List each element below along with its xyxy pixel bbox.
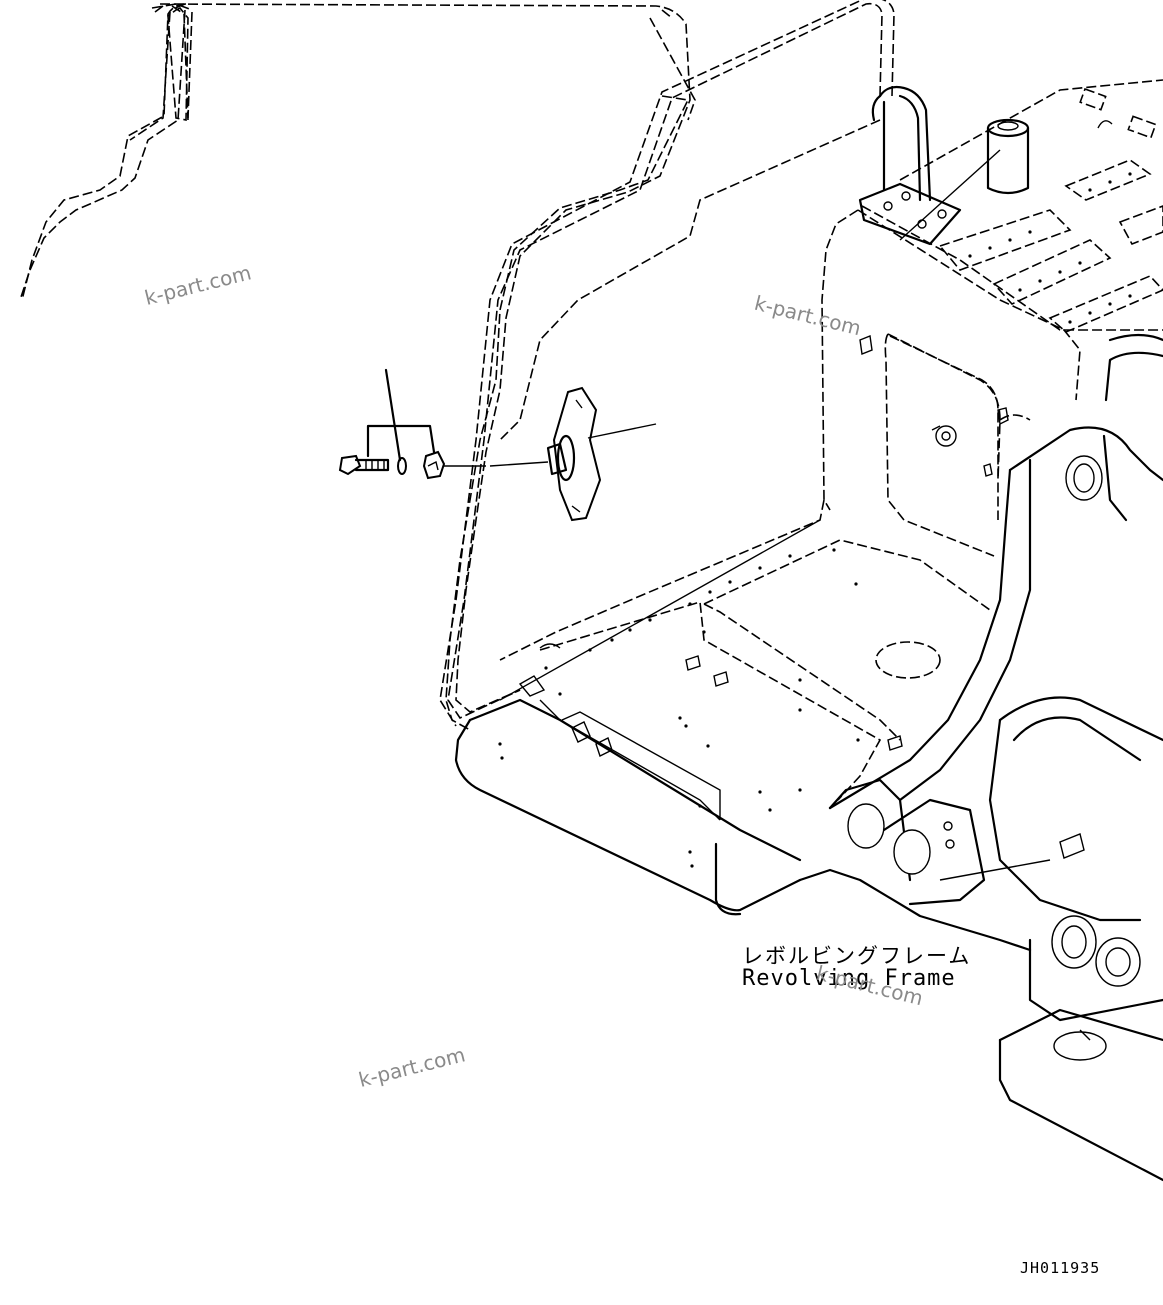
part-name-english: Revolving Frame [742, 966, 956, 991]
guard-frame [439, 0, 895, 727]
boom-pins [798, 696, 1163, 1182]
guard-rail [174, 3, 186, 9]
part-name-japanese: レボルビングフレーム [742, 944, 972, 968]
drawing-code: JH011935 [1020, 1259, 1101, 1277]
boom-bracket [828, 333, 1163, 810]
hardware-exploded [338, 368, 549, 480]
access-door [859, 335, 1009, 520]
floor-frame [454, 519, 1085, 916]
rear-body [499, 209, 1081, 661]
handrail [19, 3, 696, 731]
guard-plate [546, 386, 657, 522]
top-hood [858, 79, 1163, 333]
